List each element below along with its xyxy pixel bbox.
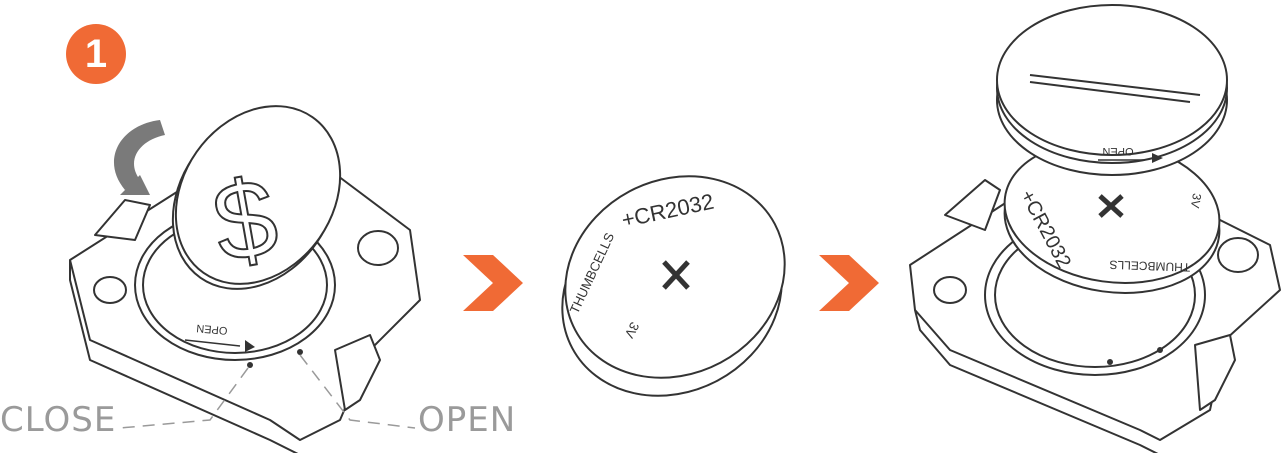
open-leader-line <box>299 354 416 429</box>
battery-cr2032 <box>561 175 786 397</box>
cap-open-mark-left: OPEN <box>196 322 228 337</box>
close-label: CLOSE <box>0 400 117 440</box>
next-arrow-icon-2 <box>819 255 879 311</box>
battery-exploded <box>1003 140 1221 294</box>
next-arrow-icon-1 <box>463 255 523 311</box>
close-leader-line <box>119 367 249 429</box>
battery-brand-label-right: THUMBCELLS <box>1109 258 1190 275</box>
battery-cap <box>996 4 1228 176</box>
open-label: OPEN <box>418 400 517 440</box>
cap-open-mark-right: OPEN <box>1102 145 1133 157</box>
coin <box>171 105 342 290</box>
battery-voltage-label: 3V <box>621 320 642 341</box>
rotate-arrow-icon <box>113 120 165 190</box>
step-number-badge: 1 <box>66 24 126 84</box>
sensor-pod-left <box>69 169 421 453</box>
battery-voltage-label-right: 3V <box>1188 192 1204 209</box>
